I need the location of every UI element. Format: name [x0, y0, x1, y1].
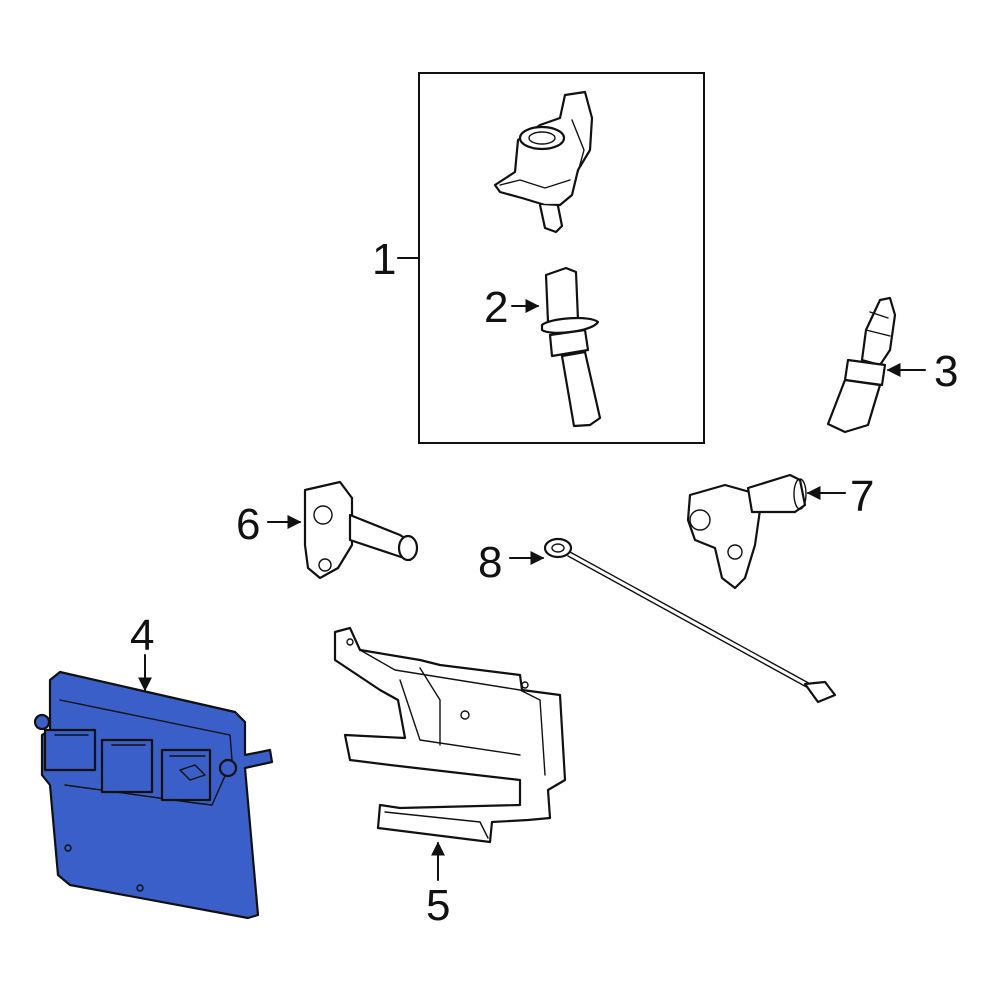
ignition-coil-part[interactable] — [493, 90, 594, 234]
callout-5: 5 — [426, 881, 450, 930]
callout-3: 3 — [934, 347, 958, 396]
knock-sensor-part[interactable] — [543, 537, 837, 704]
pcm-module-part[interactable] — [33, 670, 274, 920]
callout-6: 6 — [236, 500, 260, 549]
pcm-bracket-part[interactable] — [333, 626, 567, 844]
callout-7: 7 — [850, 472, 874, 521]
spark-plug-part[interactable] — [826, 296, 897, 434]
callout-8: 8 — [478, 538, 502, 587]
coil-boot-part[interactable] — [540, 266, 602, 428]
callout-2: 2 — [484, 283, 508, 332]
crank-sensor-part[interactable] — [303, 480, 419, 580]
callout-1: 1 — [372, 235, 396, 284]
cam-sensor-part[interactable] — [686, 473, 807, 590]
callout-4: 4 — [130, 611, 154, 660]
